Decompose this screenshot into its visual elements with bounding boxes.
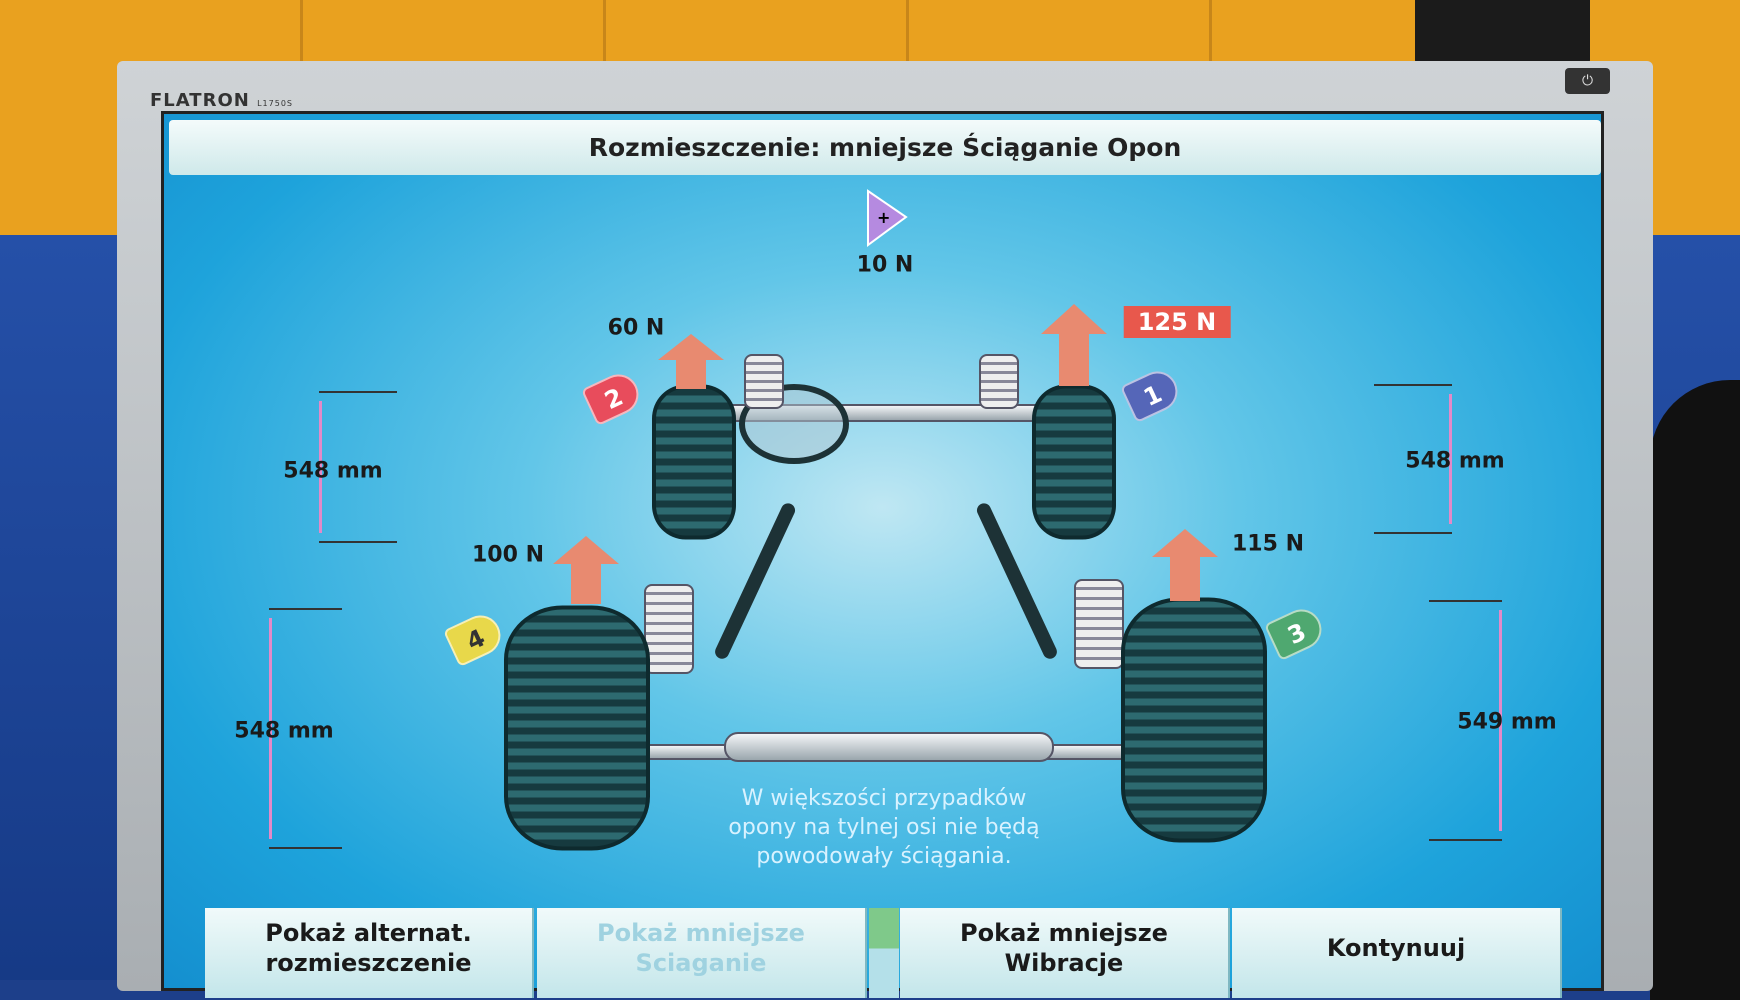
- distance-bracket-rear-left: [269, 608, 342, 849]
- distance-rear-left: 548 mm: [234, 718, 334, 744]
- button-label: Wibracje: [1004, 949, 1124, 977]
- message-line: W większości przypadków: [741, 786, 1027, 811]
- distance-front-left: 548 mm: [283, 458, 383, 484]
- message-line: powodowały ściągania.: [756, 844, 1012, 869]
- distance-rear-right: 549 mm: [1457, 709, 1557, 735]
- wheel-front-right: [1032, 384, 1116, 540]
- button-label: Sciaganie: [635, 949, 767, 977]
- total-force-label: 10 N: [856, 252, 914, 278]
- page-title: Rozmieszczenie: mniejsze Ściąganie Opon: [169, 120, 1601, 175]
- wheel-rear-left: [504, 605, 650, 851]
- show-alternative-layout-button[interactable]: Pokaż alternat.rozmieszczenie: [205, 908, 534, 998]
- button-label: rozmieszczenie: [265, 949, 472, 977]
- model-name: L1750S: [257, 99, 293, 108]
- wheel-rear-right: [1121, 597, 1267, 843]
- button-label: Pokaż mniejsze: [960, 919, 1168, 947]
- distance-front-right: 548 mm: [1405, 448, 1505, 474]
- force-front-right-highlight: 125 N: [1123, 306, 1231, 338]
- spring-rear-right: [1074, 579, 1124, 669]
- distance-bracket-front-left: [319, 391, 397, 543]
- monitor-brand: FLATRON L1750S: [150, 90, 293, 111]
- power-logo-icon: ⏻: [1565, 68, 1610, 94]
- pipe: [1415, 0, 1590, 70]
- continue-button[interactable]: Kontynuuj: [1232, 908, 1562, 998]
- force-arrow-rear-right-icon: [1152, 529, 1218, 601]
- selection-indicator: [869, 908, 899, 998]
- spring-front-left: [744, 354, 784, 409]
- dark-object: [1650, 380, 1740, 1000]
- force-arrow-rear-left-icon: [553, 536, 619, 604]
- wheel-tag-4: 4: [442, 608, 508, 668]
- wheel-tag-2: 2: [580, 367, 646, 427]
- spring-rear-left: [644, 584, 694, 674]
- rear-beam: [724, 732, 1054, 762]
- wheel-tag-1: 1: [1119, 364, 1185, 424]
- distance-bracket-rear-right: [1429, 600, 1502, 841]
- force-arrow-front-right-icon: [1041, 304, 1107, 386]
- force-arrow-front-left-icon: [658, 334, 724, 389]
- force-rear-right: 115 N: [1232, 531, 1304, 557]
- force-front-left: 60 N: [607, 315, 665, 341]
- brand-name: FLATRON: [150, 90, 250, 111]
- total-force-marker-icon: +: [867, 189, 908, 247]
- message-line: opony na tylnej osi nie będą: [728, 815, 1040, 840]
- button-label: Pokaż alternat.: [265, 919, 472, 947]
- svg-text:+: +: [877, 208, 890, 227]
- button-label: Pokaż mniejsze: [597, 919, 805, 947]
- distance-bracket-front-right: [1374, 384, 1452, 534]
- screen: Rozmieszczenie: mniejsze Ściąganie Opon …: [161, 111, 1604, 998]
- steering-wheel-icon: [739, 384, 849, 464]
- wheel-tag-3: 3: [1263, 602, 1329, 662]
- spring-front-right: [979, 354, 1019, 409]
- force-rear-left: 100 N: [472, 542, 544, 568]
- info-message: W większości przypadków opony na tylnej …: [604, 784, 1164, 871]
- wheel-front-left: [652, 384, 736, 540]
